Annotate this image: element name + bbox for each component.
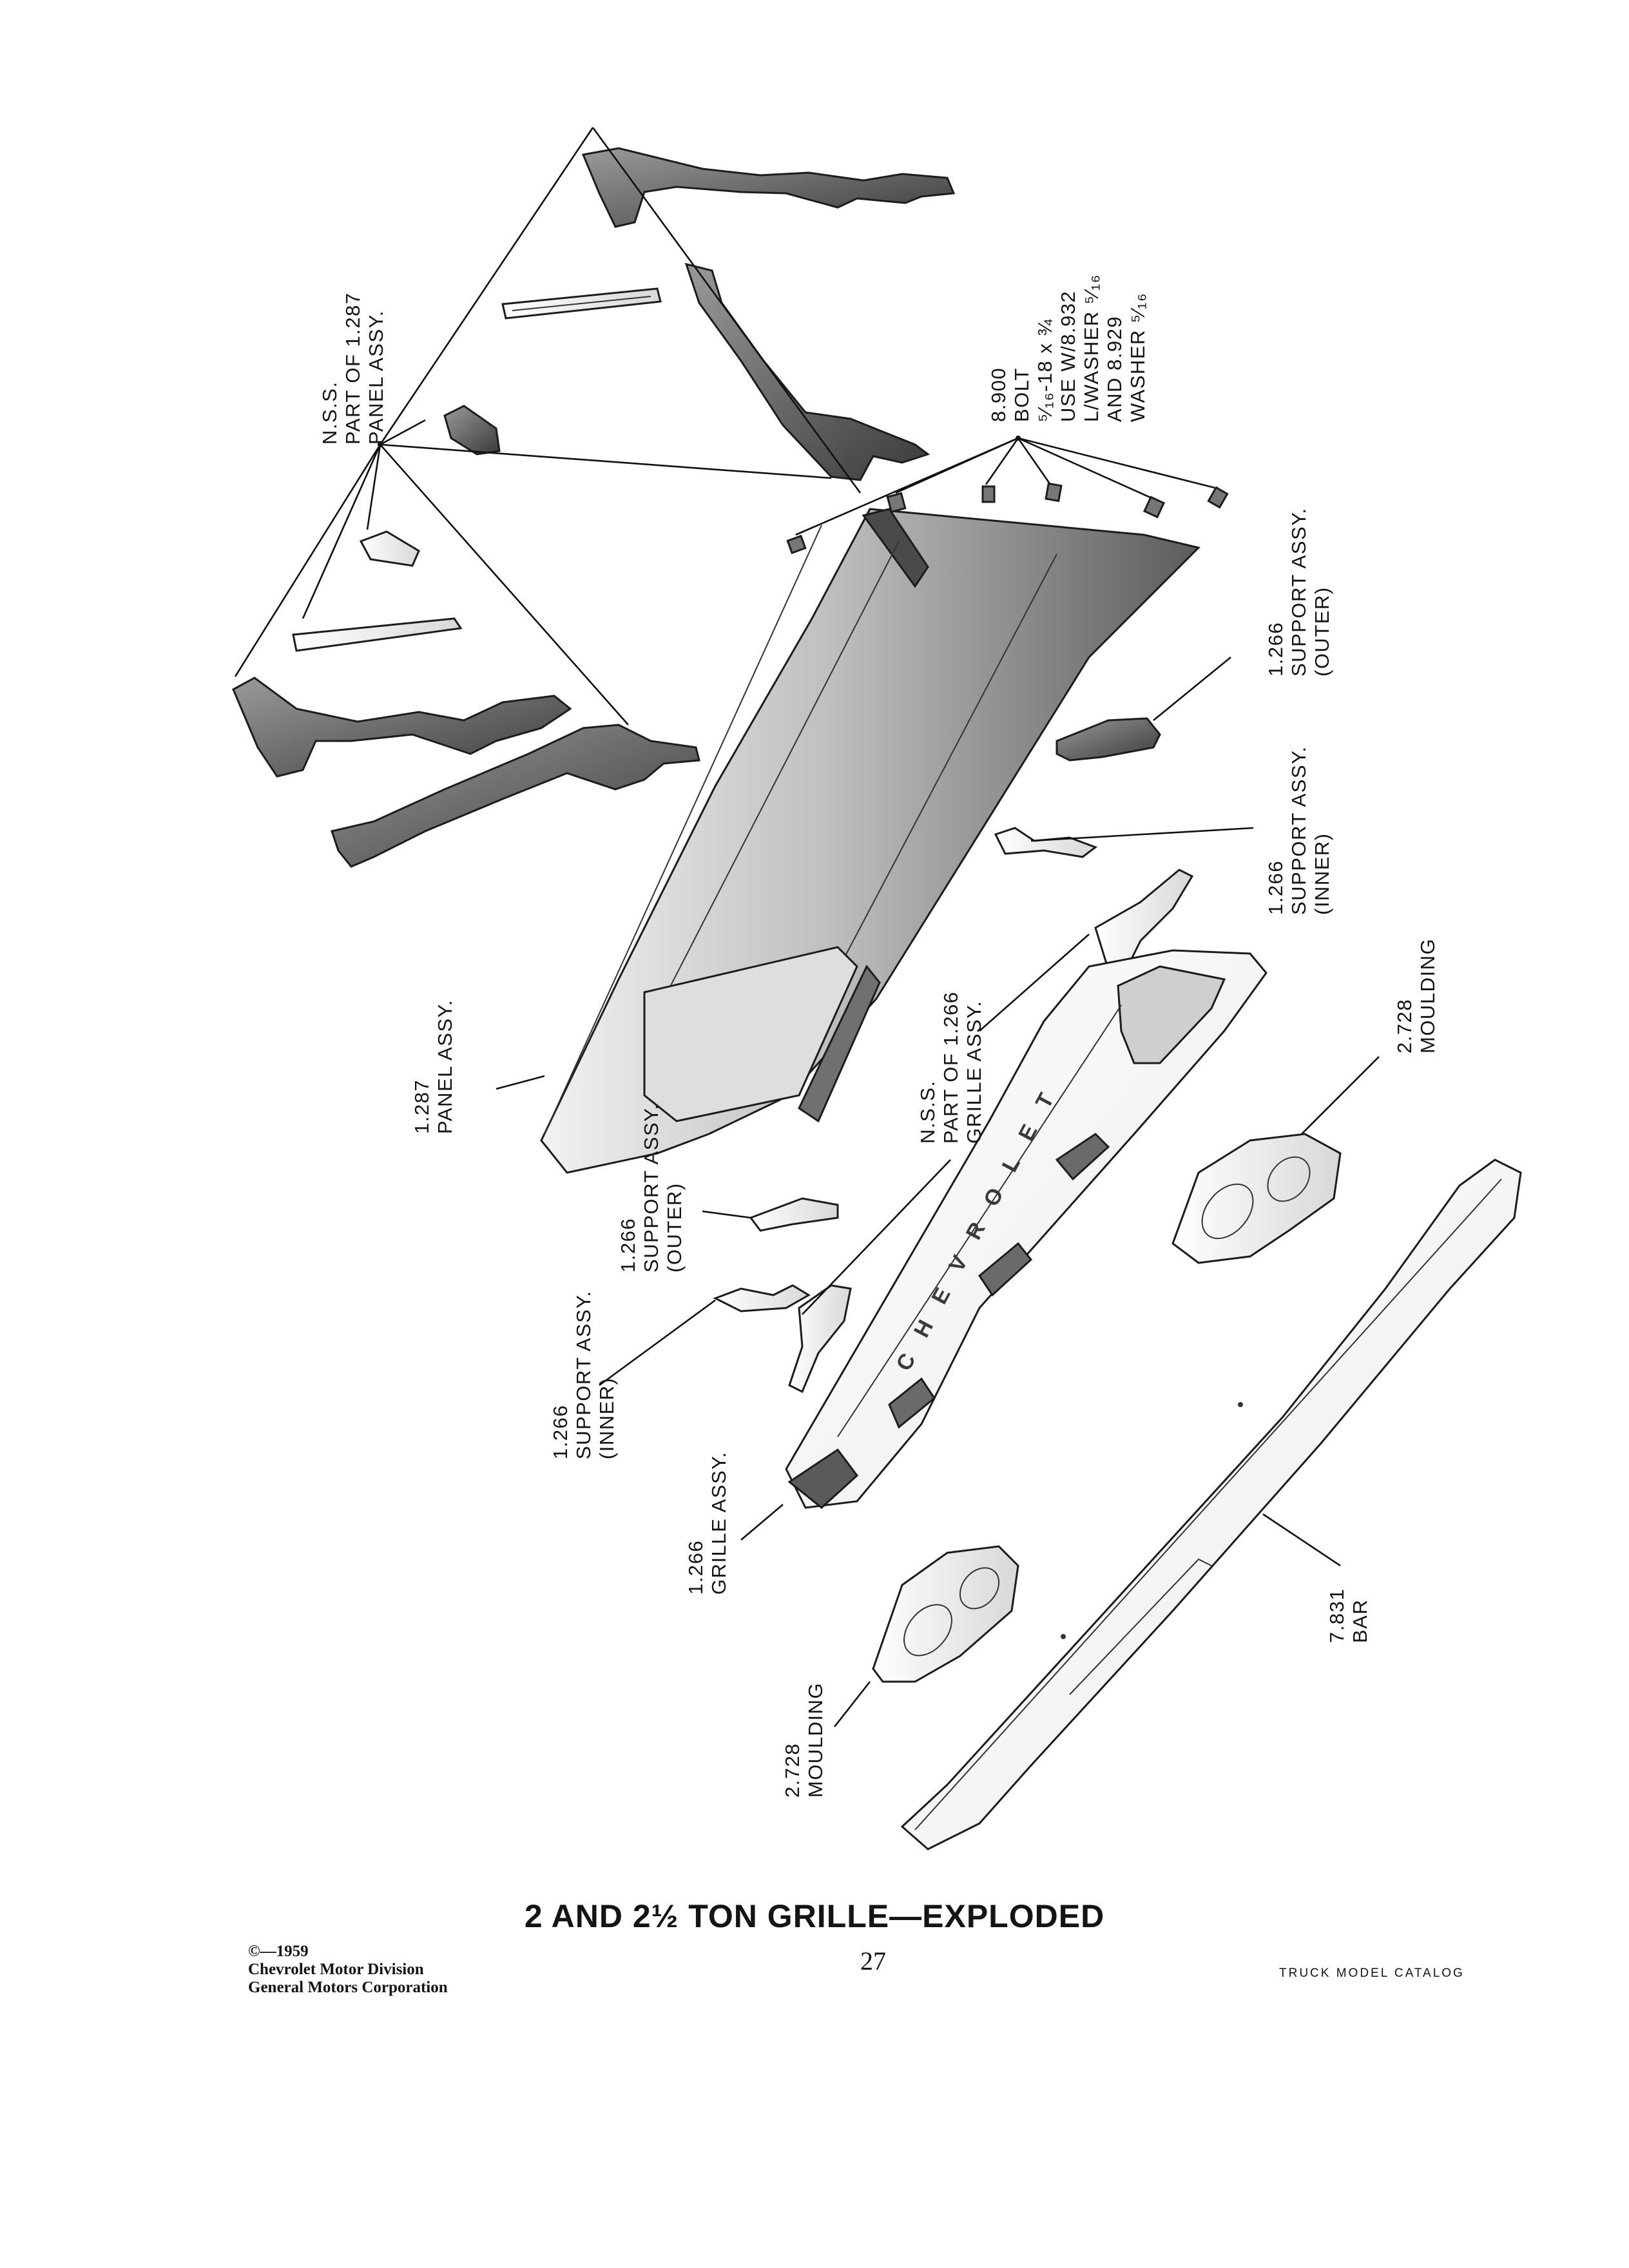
- copyright-line: Chevrolet Motor Division: [248, 1961, 424, 1978]
- callout-line: PART OF 1.287: [342, 292, 364, 445]
- callout-line: 8.900: [987, 367, 1010, 422]
- running-footer: TRUCK MODEL CATALOG: [1279, 1966, 1465, 1980]
- callout-line: BAR: [1349, 1599, 1371, 1643]
- callout-line: PART OF 1.266: [940, 991, 962, 1144]
- callout-line: SUPPORT ASSY.: [640, 1104, 662, 1273]
- callout-line: ⁵⁄₁₆-18 x ¾: [1034, 318, 1056, 422]
- callout-line: GRILLE ASSY.: [963, 1001, 985, 1144]
- callout-line: 7.831: [1325, 1588, 1348, 1643]
- bolt-hardware-part: [786, 482, 1229, 555]
- callout-line: (OUTER): [1311, 586, 1333, 677]
- leader-lines: [234, 127, 1380, 1727]
- callout-line: WASHER ⁵⁄₁₆: [1126, 293, 1149, 422]
- callout-nss-grille: N.S.S. PART OF 1.266 GRILLE ASSY.: [916, 991, 985, 1144]
- callout-support-inner-right: 1.266 SUPPORT ASSY. (INNER): [1264, 746, 1333, 915]
- callout-line: SUPPORT ASSY.: [1287, 746, 1310, 915]
- support-outer-right-part: [1055, 717, 1161, 762]
- upper-baffle-part: [581, 147, 956, 228]
- bar-part: [900, 1158, 1522, 1850]
- page-title: 2 AND 2½ TON GRILLE—EXPLODED: [524, 1898, 1105, 1934]
- callout-line: 1.266: [617, 1218, 639, 1273]
- callout-support-outer-left: 1.266 SUPPORT ASSY. (OUTER): [617, 1104, 686, 1273]
- callout-support-outer-right: 1.266 SUPPORT ASSY. (OUTER): [1264, 508, 1333, 677]
- callout-line: MOULDING: [1416, 938, 1439, 1053]
- callout-moulding-right: 2.728 MOULDING: [1393, 938, 1439, 1053]
- callout-line: SUPPORT ASSY.: [1287, 508, 1310, 677]
- lower-baffle-part: [232, 677, 572, 778]
- copyright-line: ©—1959: [248, 1943, 309, 1960]
- callout-line: L/WASHER ⁵⁄₁₆: [1080, 274, 1103, 422]
- moulding-left-part: [872, 1545, 1019, 1683]
- callout-line: 1.266: [549, 1405, 572, 1459]
- panel-assembly-part: [540, 508, 1200, 1174]
- callout-line: SUPPORT ASSY.: [572, 1291, 595, 1459]
- callout-line: N.S.S.: [318, 381, 341, 445]
- callout-line: 1.266: [1264, 860, 1287, 915]
- moulding-right-part: [1171, 1133, 1342, 1264]
- side-baffle-right-part: [684, 262, 930, 481]
- callout-line: PANEL ASSY.: [434, 999, 456, 1134]
- copyright-line: General Motors Corporation: [248, 1979, 448, 1996]
- callout-grille-assy: 1.266 GRILLE ASSY.: [684, 1452, 730, 1595]
- callout-line: 2.728: [781, 1743, 804, 1798]
- callout-bolt: 8.900 BOLT ⁵⁄₁₆-18 x ¾ USE W/8.932 L/WAS…: [987, 274, 1149, 422]
- grille-assembly-part: [785, 949, 1268, 1509]
- callout-line: MOULDING: [804, 1682, 827, 1798]
- copyright-imprint: ©—1959 Chevrolet Motor Division General …: [248, 1943, 448, 1997]
- callout-line: 2.728: [1393, 999, 1416, 1053]
- callout-line: PANEL ASSY.: [365, 310, 387, 445]
- side-baffle-left-part: [331, 724, 700, 868]
- callout-moulding-left: 2.728 MOULDING: [781, 1682, 827, 1798]
- page-number: 27: [860, 1946, 886, 1975]
- callout-bar: 7.831 BAR: [1325, 1588, 1371, 1643]
- callout-nss-panel: N.S.S. PART OF 1.287 PANEL ASSY.: [318, 292, 387, 445]
- callout-line: 1.287: [410, 1079, 433, 1134]
- callout-panel-assy: 1.287 PANEL ASSY.: [410, 999, 456, 1134]
- callout-line: BOLT: [1010, 367, 1033, 422]
- small-clip-part: [359, 405, 501, 567]
- callout-line: (INNER): [1311, 832, 1333, 915]
- callout-line: (INNER): [595, 1377, 618, 1459]
- callout-line: USE W/8.932: [1057, 291, 1079, 422]
- callout-line: 1.266: [1264, 622, 1287, 677]
- support-inner-right-part: [994, 827, 1098, 858]
- callout-line: (OUTER): [663, 1182, 686, 1273]
- callout-support-inner-left: 1.266 SUPPORT ASSY. (INNER): [549, 1291, 618, 1459]
- callout-line: GRILLE ASSY.: [708, 1452, 730, 1595]
- leader-arrowheads: [378, 436, 1021, 447]
- bracket-strip-part: [292, 617, 463, 652]
- callout-line: 1.266: [684, 1540, 707, 1595]
- callout-line: AND 8.929: [1103, 316, 1126, 422]
- callout-line: N.S.S.: [916, 1080, 939, 1144]
- top-bracket-part: [501, 287, 662, 320]
